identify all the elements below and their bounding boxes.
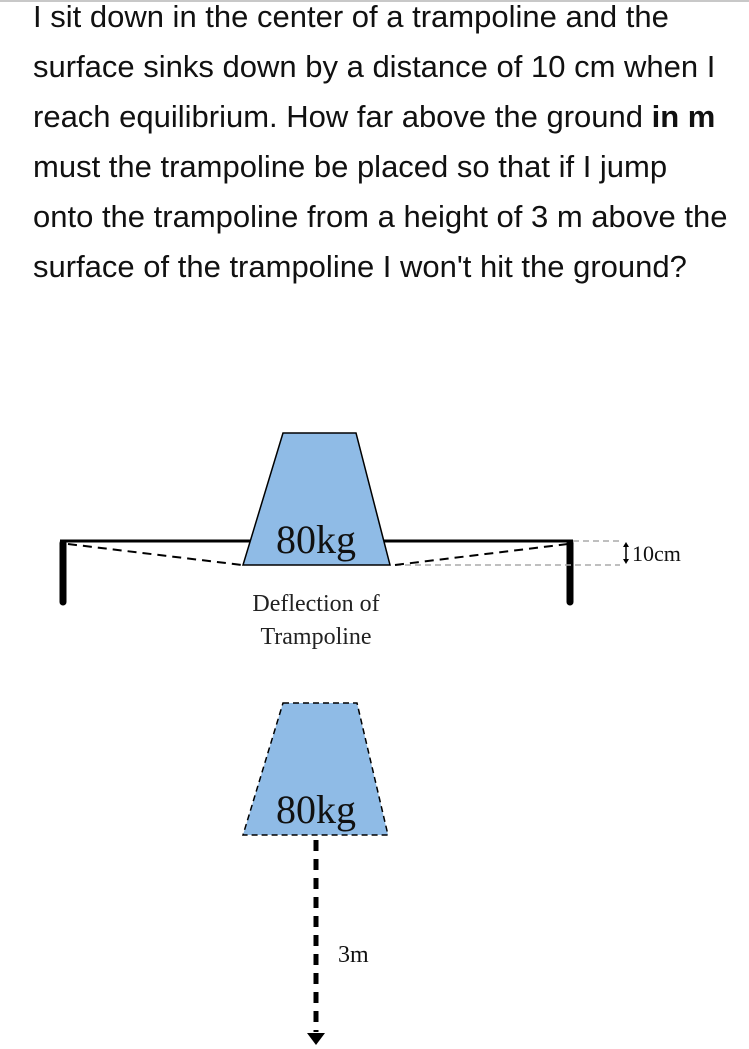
falling-mass-label: 80kg [276, 787, 356, 832]
question-part2: must the trampoline be placed so that if… [33, 149, 728, 284]
falling-mass-block [241, 702, 389, 836]
top-divider [0, 0, 749, 2]
arrow-down-icon [623, 559, 629, 564]
deflection-label: 10cm [632, 541, 681, 566]
deflection-right [394, 543, 569, 566]
mass-block [241, 432, 391, 566]
arrow-up-icon [623, 542, 629, 547]
deflection-left [67, 543, 243, 566]
question-part1: I sit down in the center of a trampoline… [33, 0, 716, 134]
question-text: I sit down in the center of a trampoline… [33, 0, 733, 292]
arrow-down-icon [307, 1033, 325, 1045]
mass-label: 80kg [276, 517, 356, 562]
caption-line1: Deflection of [252, 591, 379, 617]
deflection-figure: 80kg 10cm Deflection of Trampoline [59, 432, 681, 650]
height-label: 3m [338, 942, 369, 968]
jump-figure: 80kg 3m [241, 702, 389, 1045]
question-bold-unit: in m [651, 99, 716, 134]
caption-line2: Trampoline [260, 624, 371, 650]
